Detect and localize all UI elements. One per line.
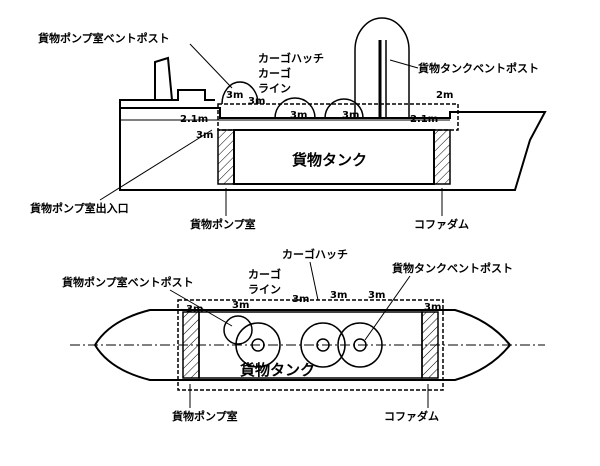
plan-dim-3m-vent: 3m: [232, 300, 249, 311]
plan-pump-vent-zone: [223, 315, 253, 345]
superstructure-outline: [119, 89, 215, 108]
side-label-pump-room: 貨物ポンプ室: [190, 217, 256, 231]
side-label-cargo-tank: 貨物タンク: [292, 151, 367, 169]
cargo-hatch-zone-2: [324, 98, 364, 119]
side-label-pump-vent-post: 貨物ポンプ室ベントポスト: [38, 31, 170, 45]
side-dim-2-1m-right: 2.1m: [410, 114, 438, 125]
plan-pump-room: [182, 311, 200, 379]
side-hull-outline: [119, 107, 547, 191]
plan-dim-3m-left: 3m: [186, 304, 203, 315]
plan-dim-3m-hatch2: 3m: [330, 290, 347, 301]
plan-deck-zone: [177, 299, 444, 391]
plan-tank-vent-zone: [337, 322, 383, 368]
side-dim-3m-b: 3m: [248, 96, 265, 107]
side-label-pump-room-entrance: 貨物ポンプ室出入口: [30, 201, 129, 215]
plan-label-cargo-hatch: カーゴハッチ: [282, 247, 348, 261]
funnel-outline: [154, 56, 173, 101]
plan-label-cargo-tank: 貨物タンク: [240, 361, 315, 379]
side-view: 貨物ポンプ室ベントポスト カーゴハッチ カーゴ ライン 貨物タンクベントポスト …: [30, 17, 547, 231]
side-dim-3m-left: 3m: [196, 130, 213, 141]
side-pump-room: [217, 129, 235, 185]
plan-label-pump-vent-post: 貨物ポンプ室ベントポスト: [62, 275, 194, 289]
plan-cofferdam: [421, 311, 439, 379]
side-dim-3m-d: 3m: [342, 110, 359, 121]
plan-dim-3m-hatch: 3m: [292, 294, 309, 305]
side-dim-2m-right: 2m: [436, 90, 453, 101]
cargo-hatch-zone-1: [274, 97, 316, 119]
plan-label-cofferdam: コファダム: [384, 409, 439, 423]
plan-tank-vent-zone-inner: [353, 338, 367, 352]
side-dim-3m-c: 3m: [290, 110, 307, 121]
plan-dim-3m-right: 3m: [424, 302, 441, 313]
plan-hatch-zone-2-inner: [316, 338, 330, 352]
plan-label-tank-vent-post: 貨物タンクベントポスト: [392, 261, 513, 275]
plan-dim-3m-tankvent: 3m: [368, 290, 385, 301]
cargo-tank-vent-zone: [354, 17, 410, 118]
plan-view: カーゴハッチ 貨物ポンプ室ベントポスト カーゴ ライン 貨物タンクベントポスト …: [62, 247, 545, 423]
plan-hatch-zone-1-inner: [251, 338, 265, 352]
side-label-cargo-hatch: カーゴハッチ: [258, 51, 324, 65]
side-label-tank-vent-post: 貨物タンクベントポスト: [418, 61, 539, 75]
side-label-cargo-line-2: ライン: [258, 82, 291, 95]
plan-label-cargo-line-1: カーゴ: [248, 267, 281, 281]
plan-label-cargo-line-2: ライン: [248, 283, 281, 296]
side-dim-3m-a: 3m: [226, 90, 243, 101]
plan-hull-outline: [93, 309, 512, 381]
plan-cargo-tank: [198, 311, 423, 379]
side-cofferdam: [433, 129, 451, 185]
plan-label-pump-room: 貨物ポンプ室: [172, 409, 238, 423]
plan-hatch-zone-1: [235, 322, 281, 368]
plan-hatch-zone-2: [300, 322, 346, 368]
side-dim-2-1m-left: 2.1m: [180, 114, 208, 125]
pump-room-vent-zone: [221, 81, 259, 105]
side-label-cofferdam: コファダム: [414, 217, 469, 231]
side-label-cargo-line-1: カーゴ: [258, 66, 291, 80]
